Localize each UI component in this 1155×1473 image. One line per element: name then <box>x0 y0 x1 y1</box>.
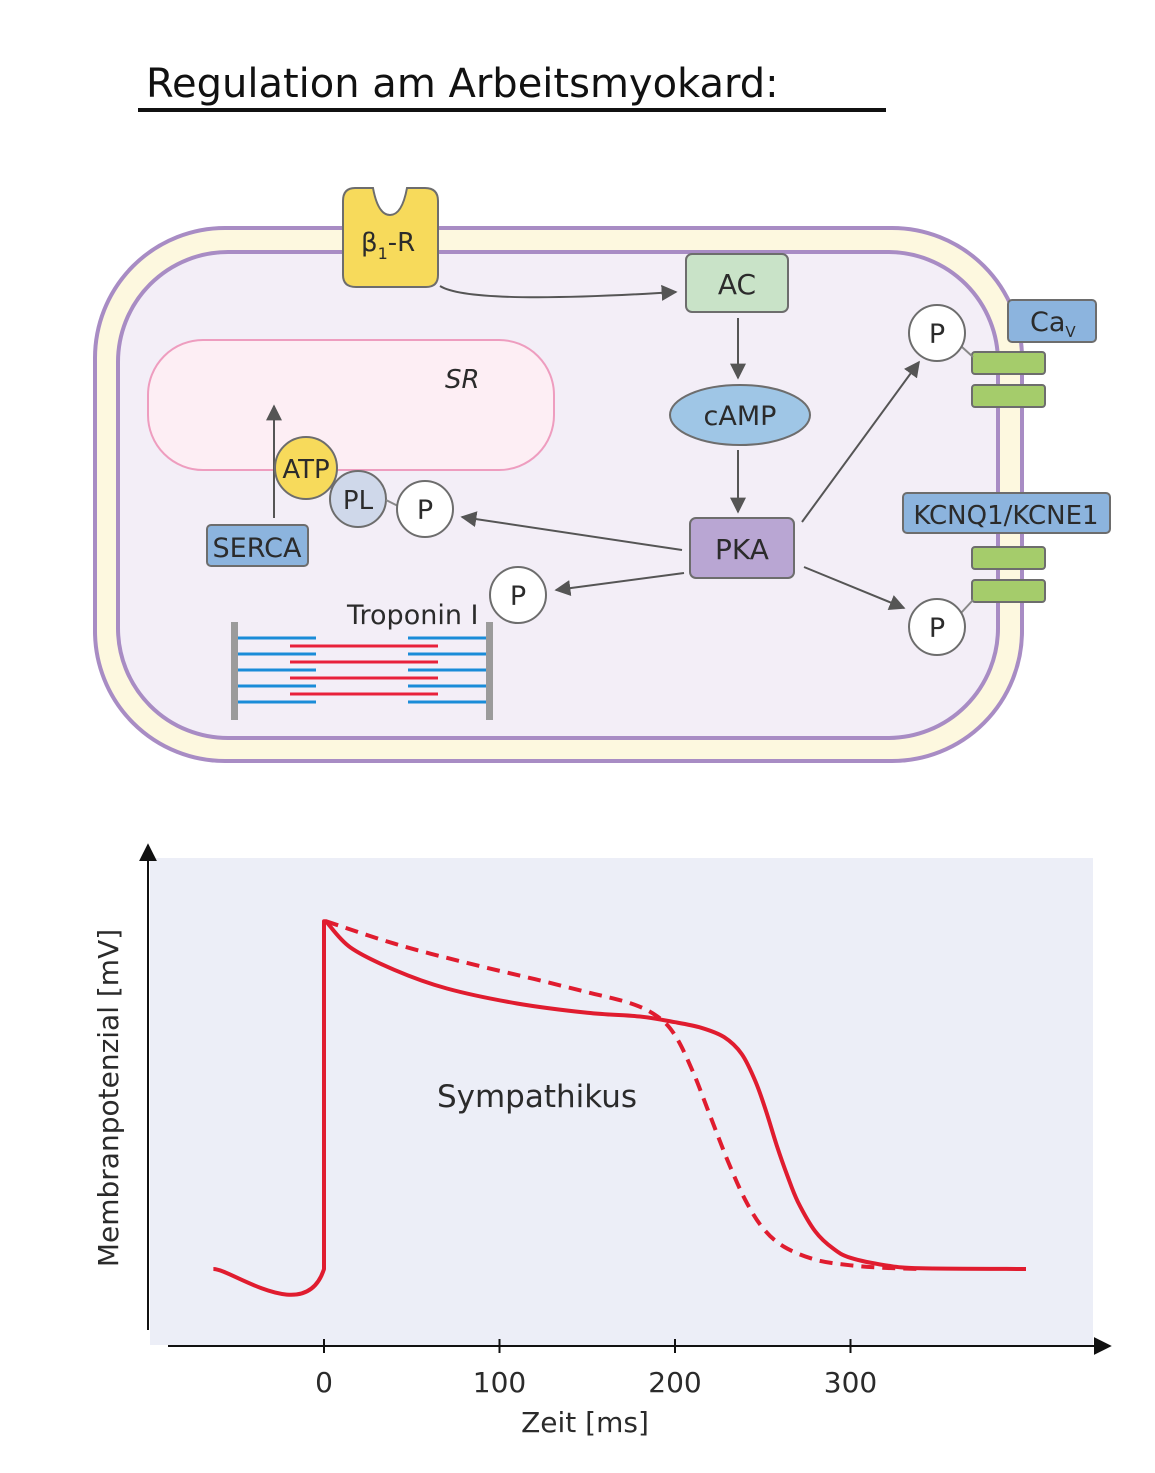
page-heading: Regulation am Arbeitsmyokard: <box>146 61 779 107</box>
camp-ellipse <box>669 384 811 446</box>
phospho-circle-cav <box>908 304 966 362</box>
sr-label: SR <box>445 365 480 395</box>
x-tick-label: 200 <box>648 1366 701 1399</box>
pka-label: PKA <box>715 533 769 566</box>
series-line-dashed <box>325 919 921 1271</box>
phospho-label-kcnq: P <box>929 613 945 644</box>
phospho-circle-pl <box>396 480 454 538</box>
kcnq-label-box <box>902 492 1111 534</box>
ac-label: AC <box>718 268 756 301</box>
pka-box <box>689 517 795 579</box>
arrow-pka-to-kcnq <box>803 566 906 610</box>
atp-label: ATP <box>282 455 329 485</box>
kcnq-channel-upper <box>971 546 1046 570</box>
kcnq-label: KCNQ1/KCNE1 <box>913 501 1098 531</box>
pl-label: PL <box>343 486 374 516</box>
x-tick-label: 300 <box>824 1366 877 1399</box>
phospho-circle-troponin <box>489 566 547 624</box>
phospho-circle-kcnq <box>908 598 966 656</box>
phospho-label-pl: P <box>417 495 433 526</box>
arrow-pka-to-phospholamban <box>460 511 683 551</box>
phospho-label-cav: P <box>929 319 945 350</box>
phospho-label-troponin: P <box>510 581 526 612</box>
arrow-pka-to-troponin <box>554 572 685 597</box>
arrow-pka-to-cav <box>801 360 920 523</box>
atp-circle <box>274 436 338 500</box>
adenylyl-cyclase-box <box>685 253 789 313</box>
x-tick-label: 0 <box>315 1366 333 1399</box>
series-group <box>213 919 1027 1297</box>
serca-label: SERCA <box>213 533 302 564</box>
thick-filaments <box>290 644 438 696</box>
z-disc-right <box>486 622 493 720</box>
x-tick-label: 100 <box>473 1366 526 1399</box>
chart-title: Sympathikus <box>437 1079 637 1115</box>
beta1-receptor <box>342 187 439 288</box>
plot-area <box>150 858 1093 1345</box>
sarcoplasmic-reticulum <box>147 339 555 471</box>
kcnq-phospho-link <box>960 599 974 614</box>
kcnq-channel-lower <box>971 579 1046 603</box>
action-potential-chart: 0 100 200 300 Sympathikus Zeit [ms] Membran… <box>92 843 1112 1439</box>
beta1-receptor-label: β1-R <box>361 228 415 263</box>
phospholamban-circle <box>329 470 387 528</box>
cav-channel-upper <box>971 351 1046 375</box>
cav-channel-lower <box>971 384 1046 408</box>
cell-diagram: SR β1-R AC cAMP PKA SERCA ATP PL P <box>93 187 1111 763</box>
thin-filaments <box>238 636 486 704</box>
cav-label-box <box>1007 299 1097 343</box>
x-tick-group: 0 100 200 300 <box>315 1339 877 1399</box>
troponin-label: Troponin I <box>346 600 478 631</box>
arrow-receptor-to-ac <box>439 284 678 301</box>
cav-label: CaV <box>1030 307 1076 341</box>
serca-box <box>206 524 309 567</box>
y-axis-label: Membranpotenzial [mV] <box>92 929 125 1267</box>
z-disc-left <box>231 622 238 720</box>
camp-label: cAMP <box>704 401 777 432</box>
series-line-solid <box>213 919 1027 1297</box>
cav-phospho-link <box>961 346 974 358</box>
x-axis-label: Zeit [ms] <box>521 1406 649 1439</box>
cell-cytoplasm <box>116 250 1000 740</box>
pl-phospho-link <box>385 499 399 507</box>
sarcomere <box>231 622 493 720</box>
